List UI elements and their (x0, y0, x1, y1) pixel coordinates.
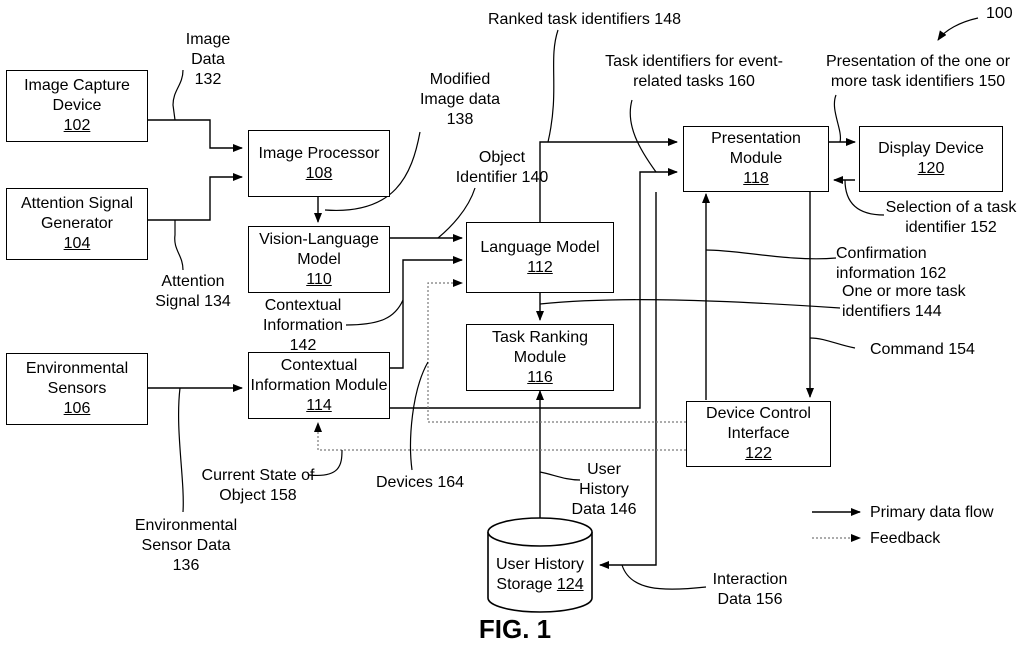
contextual-information-module-node: Contextual Information Module 114 (248, 352, 390, 419)
label-interaction: Interaction Data 156 (708, 570, 792, 610)
node-number: 124 (557, 576, 584, 593)
node-number: 112 (527, 258, 553, 278)
label-command: Command 154 (870, 340, 975, 360)
node-label: Vision-Language Model (249, 230, 389, 270)
figure-number: 100 (986, 4, 1013, 24)
leader-interaction (622, 565, 706, 589)
display-device-node: Display Device 120 (859, 126, 1003, 192)
task-ranking-module-node: Task Ranking Module 116 (466, 324, 614, 391)
flow-capture-to-processor (148, 120, 242, 148)
node-number: 102 (64, 116, 91, 136)
node-label: Image Capture Device (7, 76, 147, 116)
node-label: Task Ranking Module (467, 328, 613, 368)
label-current-state: Current State of Object 158 (200, 466, 316, 506)
node-label: Presentation Module (684, 129, 828, 169)
leader-devices (411, 362, 428, 470)
presentation-module-node: Presentation Module 118 (683, 126, 829, 192)
node-number: 116 (527, 368, 553, 388)
flow-context-to-lm (390, 260, 462, 368)
label-presentation-150: Presentation of the one or more task ide… (820, 52, 1016, 92)
user-history-storage-label: User History Storage 124 (488, 555, 592, 595)
device-control-interface-node: Device Control Interface 122 (686, 401, 831, 467)
label-selection-152: Selection of a task identifier 152 (882, 198, 1020, 238)
leader-ranked (548, 30, 558, 142)
label-confirmation: Confirmation information 162 (836, 244, 960, 284)
image-capture-device-node: Image Capture Device 102 (6, 70, 148, 142)
label-env-sensor-data: Environmental Sensor Data 136 (128, 516, 244, 576)
label-devices: Devices 164 (376, 473, 464, 493)
leader-confirmation (706, 250, 836, 259)
label-user-history-data: User History Data 146 (562, 460, 646, 520)
figure-caption: FIG. 1 (440, 614, 590, 645)
label-contextual-info: Contextual Information 142 (256, 296, 350, 356)
feedback-control-to-context (318, 423, 686, 450)
leader-env-sensor-data (179, 388, 184, 512)
node-label: Contextual Information Module (249, 356, 389, 396)
leader-task-ids-144 (540, 300, 840, 308)
node-label: Language Model (480, 238, 599, 258)
environmental-sensors-node: Environmental Sensors 106 (6, 353, 148, 425)
node-number: 104 (64, 234, 91, 254)
node-label: Device Control Interface (687, 404, 830, 444)
label-task-ids-144: One or more task identifiers 144 (842, 282, 982, 322)
node-number: 106 (64, 399, 91, 419)
vision-language-model-node: Vision-Language Model 110 (248, 226, 390, 293)
label-ranked-task-ids: Ranked task identifiers 148 (488, 10, 681, 30)
leader-figure-number (938, 18, 978, 40)
image-processor-node: Image Processor 108 (248, 130, 390, 197)
node-label: Display Device (878, 139, 984, 159)
legend-feedback-label: Feedback (870, 529, 940, 549)
label-object-identifier: Object Identifier 140 (454, 148, 550, 188)
attention-signal-generator-node: Attention Signal Generator 104 (6, 188, 148, 260)
leader-command (810, 338, 855, 348)
label-event-tasks: Task identifiers for event-related tasks… (594, 52, 794, 92)
node-number: 120 (918, 159, 945, 179)
leader-attention-signal (175, 220, 183, 270)
flow-attention-to-processor (148, 177, 242, 220)
node-number: 118 (743, 169, 769, 189)
node-number: 108 (306, 164, 333, 184)
node-number: 110 (306, 270, 332, 290)
node-number: 114 (306, 396, 332, 416)
leader-event-tasks (630, 100, 656, 172)
label-attention-signal: Attention Signal 134 (148, 272, 238, 312)
node-label: Attention Signal Generator (7, 194, 147, 234)
leader-presentation-150 (834, 95, 840, 142)
language-model-node: Language Model 112 (466, 222, 614, 293)
node-number: 122 (745, 444, 772, 464)
node-label: Image Processor (259, 144, 380, 164)
leader-contextual-info (346, 300, 403, 325)
node-label: Environmental Sensors (7, 359, 147, 399)
label-modified-image: Modified Image data 138 (412, 70, 508, 130)
legend-primary-label: Primary data flow (870, 503, 994, 523)
label-image-data: Image Data 132 (178, 30, 238, 90)
